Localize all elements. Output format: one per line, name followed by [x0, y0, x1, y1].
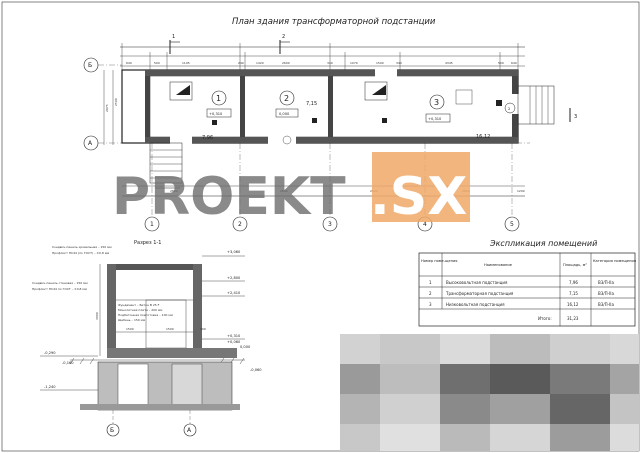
dim-bottom-1: 2800 [170, 189, 178, 193]
level-7: -0,060 [250, 368, 262, 372]
section-dim-1: 1500 [126, 327, 134, 331]
section-note-6: Монолитная плита – 200 мм [118, 308, 162, 312]
section-note-4: Профлист НС44 по ГОСТ – ±0,8 мм [32, 287, 87, 291]
watermark: PROEKT .SX [112, 152, 470, 227]
table-header-name: Наименование [484, 263, 513, 267]
section-axis-a: А [187, 427, 192, 434]
explication-title: Экспликация помещений [489, 239, 597, 248]
level-1: +3,060 [227, 250, 241, 254]
section-note-1: Сэндвич-панель кровельная – 150 мм [52, 245, 112, 249]
watermark-orange-box [372, 152, 470, 222]
room-2-area: 7,15 [306, 101, 317, 107]
table-row-1-area: 7,96 [569, 280, 578, 285]
section-dim-3: 300 [200, 327, 206, 331]
table-row-3-area: 16,12 [567, 302, 579, 307]
section-note-3: Сэндвич-панель стеновая – 150 мм [32, 281, 88, 285]
table-row-3-name: Низковольтная подстанция [446, 302, 505, 307]
section-dim-height: 3000 [95, 312, 99, 320]
level-3: +2,410 [227, 291, 241, 295]
dim-bottom-5: 1200 [517, 189, 525, 193]
section-note-8: Щебень – 150 мм [118, 318, 145, 322]
axis-label-2: 2 [238, 221, 242, 228]
dim-top-5: 1420 [256, 61, 264, 65]
level-8: -0,160 [62, 361, 74, 365]
explication-table: Экспликация помещений Номер поме-щения Н… [418, 239, 636, 327]
table-total-label: Итого: [538, 316, 552, 321]
level-9: -0,290 [44, 351, 56, 355]
cut-mark-3: 3 [574, 114, 577, 120]
dim-top-7: 340 [327, 61, 333, 65]
room-3-area: 16,12 [476, 134, 490, 140]
table-header-num: Номер поме-щения [421, 259, 457, 263]
section-drawing: Разрез 1-1 3000 1500 1500 [32, 240, 262, 437]
watermark-text-left: PROEKT [112, 167, 346, 227]
level-2: +2,800 [227, 276, 241, 280]
ramp-marker: 2 [508, 107, 510, 111]
table-row-3-cat: В3/П-IIа [598, 302, 614, 307]
section-dim-2: 1500 [166, 327, 174, 331]
room-1-level: +0,310 [209, 112, 223, 116]
dim-top-6: 2600 [282, 61, 290, 65]
room-2-level: 0,000 [279, 112, 290, 116]
dim-top-13: 640 [511, 61, 517, 65]
dim-top-3: 1195 [182, 61, 190, 65]
table-row-2-area: 7,15 [569, 291, 578, 296]
room-3-level: +0,310 [428, 117, 442, 121]
table-row-2-num: 2 [429, 291, 432, 296]
dim-top-9: 1500 [376, 61, 384, 65]
pixelated-title-block [340, 334, 639, 451]
level-4: +0,310 [227, 334, 241, 338]
section-axis-b: Б [110, 427, 114, 434]
plan-outer-wall [121, 69, 519, 144]
table-total-value: 31,23 [567, 316, 579, 321]
cut-mark-2-top: 2 [282, 34, 285, 40]
section-note-2: Профлист НС44 (по ГОСТ) – ±0,8 мм [52, 251, 109, 255]
dim-top-1: 640 [126, 61, 132, 65]
room-1-area: 7,96 [202, 135, 213, 141]
axis-label-1: 1 [150, 221, 154, 228]
dim-top-11: 4345 [445, 61, 453, 65]
table-row-2-cat: В3/П-IIа [598, 291, 614, 296]
axis-label-a: А [88, 140, 93, 147]
section-title: Разрез 1-1 [134, 240, 161, 246]
room-1-number: 1 [216, 94, 221, 103]
section-note-5: Фундамент – Бетон В 25 F [118, 303, 160, 307]
building-plan: План здания трансформаторной подстанции … [83, 17, 577, 232]
table-row-2-name: Трансформаторная подстанция [445, 291, 514, 296]
axis-label-4: 4 [423, 221, 427, 228]
dim-top-10: 340 [396, 61, 402, 65]
table-row-1-cat: В3/П-IIа [598, 280, 614, 285]
dim-left-1: 2975 [105, 104, 109, 112]
plan-title: План здания трансформаторной подстанции [232, 17, 436, 27]
table-row-3-num: 3 [429, 302, 432, 307]
table-row-1-num: 1 [429, 280, 432, 285]
level-10: -1,240 [44, 385, 56, 389]
table-header-category: Категория помещения [593, 259, 636, 263]
axis-label-b: Б [88, 62, 92, 69]
dim-top-12: 500 [498, 61, 504, 65]
axis-label-3: 3 [328, 221, 332, 228]
watermark-text-right: .SX [370, 167, 467, 227]
dim-left-2: 2500 [114, 98, 118, 106]
table-header-area: Площадь, м² [563, 263, 587, 267]
axis-label-5: 5 [510, 221, 514, 228]
level-5: +0,060 [227, 340, 241, 344]
dim-bottom-2: 2600 [280, 189, 288, 193]
room-3-number: 3 [434, 98, 439, 107]
dim-top-4: 240 [238, 61, 244, 65]
cut-mark-1-top: 1 [172, 34, 175, 40]
room-2-number: 2 [284, 94, 289, 103]
dim-top-2: 500 [154, 61, 160, 65]
section-note-7: Подбетонная подготовка – 100 мм [118, 313, 173, 317]
dim-top-8: 1070 [350, 61, 358, 65]
level-6: 0,000 [240, 345, 251, 349]
table-row-1-name: Высоковольтная подстанция [446, 280, 508, 285]
